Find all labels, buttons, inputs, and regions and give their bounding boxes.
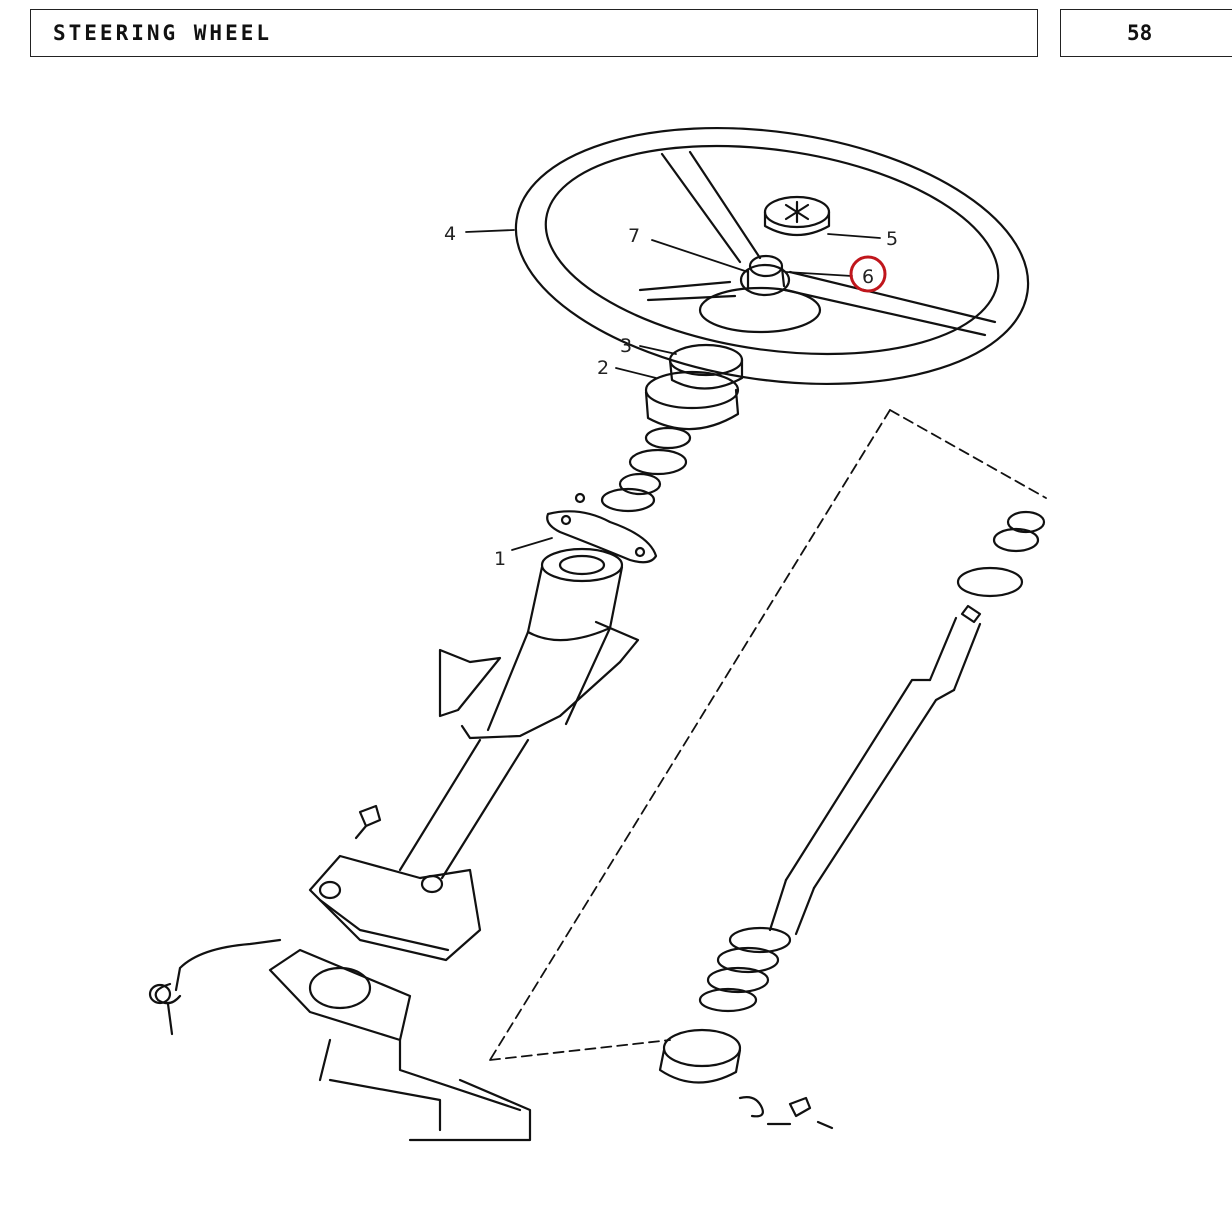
bushing-stack xyxy=(574,343,744,513)
horn-cap xyxy=(763,195,831,236)
callout-7: 7 xyxy=(628,225,640,247)
page-number: 58 xyxy=(1127,21,1153,45)
steering-shaft xyxy=(658,510,1046,1130)
callout-6: 6 xyxy=(862,266,874,288)
gearbox-housing xyxy=(148,938,532,1142)
callout-1: 1 xyxy=(494,548,506,570)
page-title: STEERING WHEEL xyxy=(53,21,273,45)
flange-plate xyxy=(546,510,658,564)
callout-4: 4 xyxy=(444,223,456,245)
highlight-circle xyxy=(849,255,887,293)
callout-2: 2 xyxy=(597,357,609,379)
steering-wheel xyxy=(514,126,1030,386)
reference-lines xyxy=(489,409,1047,1061)
page-number-box: 58 xyxy=(1060,9,1232,57)
title-box: STEERING WHEEL xyxy=(30,9,1038,57)
callout-5: 5 xyxy=(886,228,898,250)
callout-3: 3 xyxy=(620,335,632,357)
steering-column xyxy=(308,547,640,962)
leader-lines xyxy=(465,229,881,551)
callout-labels: 4 5 7 6 3 2 1 xyxy=(444,223,898,570)
